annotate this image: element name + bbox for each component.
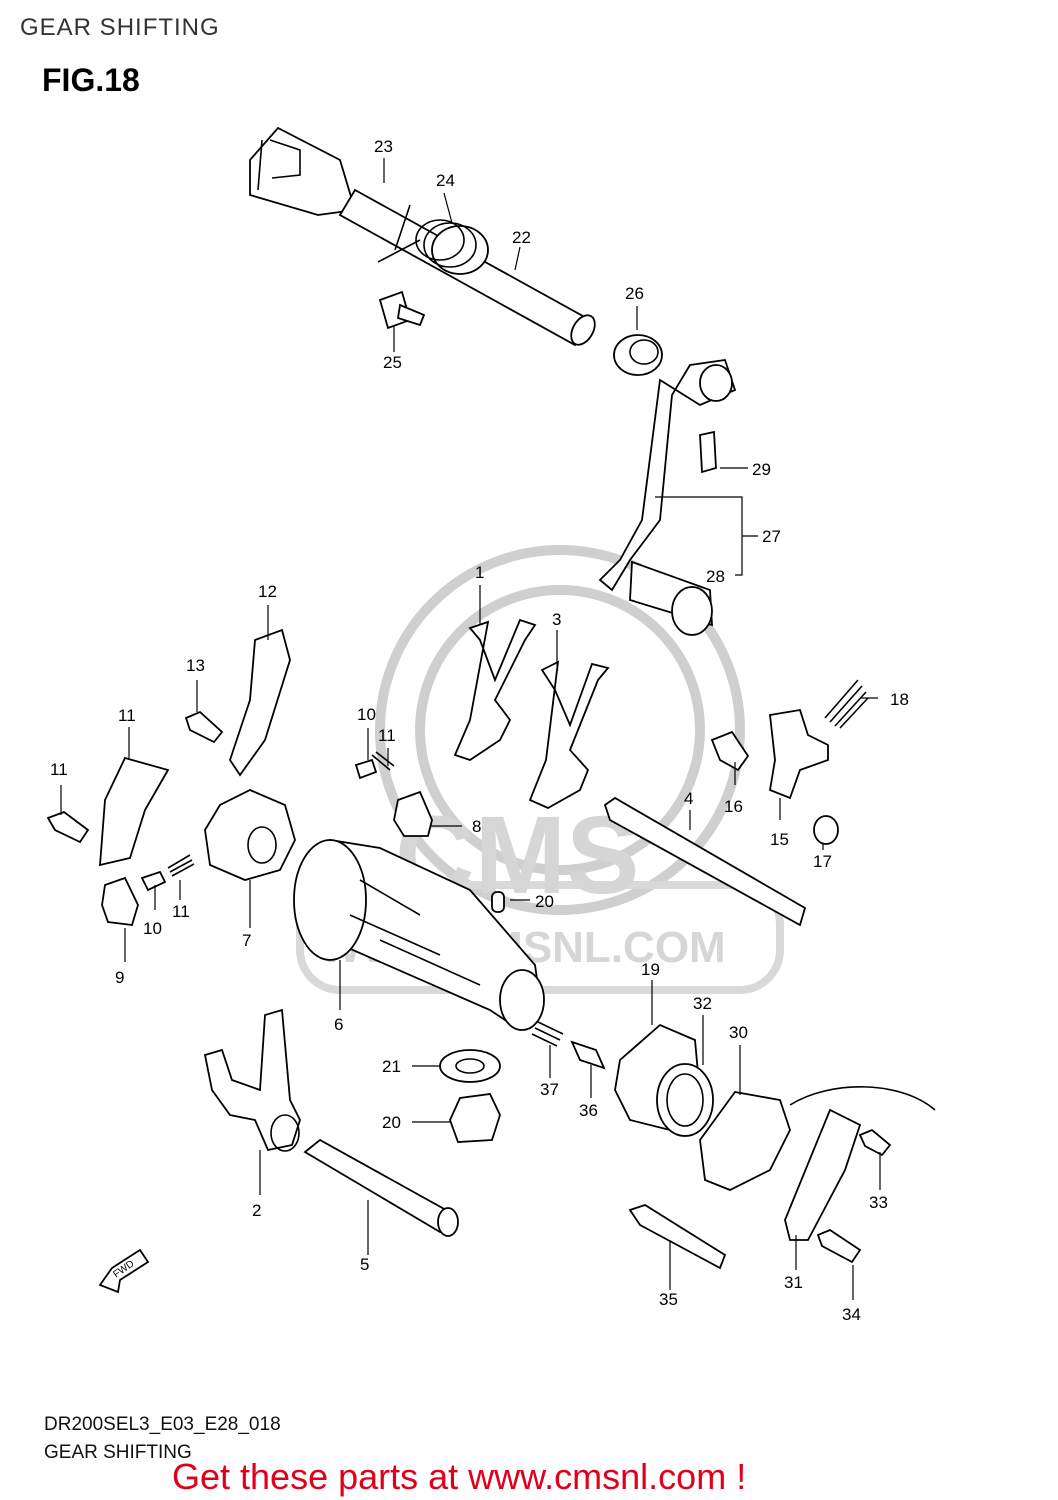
callout-25: 23 <box>374 137 393 156</box>
callout-17: 16 <box>724 797 743 816</box>
diagram-name: GEAR SHIFTING <box>44 1442 192 1463</box>
spring-part-11[interactable] <box>167 751 395 877</box>
callout-2: 2 <box>252 1201 261 1220</box>
promo-link[interactable]: Get these parts at www.cmsnl.com ! <box>172 1456 747 1497</box>
callout-7: 7 <box>242 931 251 950</box>
callout-21: 20 <box>535 892 554 911</box>
callout-37: 35 <box>659 1290 678 1309</box>
o-ring-part-34[interactable] <box>656 1063 714 1137</box>
callout-33: 31 <box>784 1273 803 1292</box>
callout-18: 17 <box>813 852 832 871</box>
washer-part-18[interactable] <box>813 815 839 845</box>
callout-13: 11 <box>50 760 68 779</box>
shaft-spring-part[interactable] <box>377 204 489 275</box>
gear-position-switch-part-32[interactable] <box>699 1086 936 1191</box>
screw-part-35[interactable] <box>858 1128 892 1157</box>
pin-part-38[interactable] <box>570 1040 606 1070</box>
screw-part-36[interactable] <box>816 1228 862 1264</box>
pin-part-21[interactable] <box>491 891 505 913</box>
fork-shaft-part-5[interactable] <box>303 1138 459 1237</box>
callout-24: 22 <box>512 228 531 247</box>
shift-fork-part-1[interactable] <box>453 618 537 761</box>
callout-1: 1 <box>475 563 484 582</box>
callout-10-lower: 10 <box>143 919 162 938</box>
fwd-arrow-icon: FWD <box>98 1248 150 1294</box>
callout-36: 34 <box>842 1305 861 1324</box>
shift-fork-part-3[interactable] <box>528 660 610 810</box>
pawl-part-9[interactable] <box>101 876 139 926</box>
bolt-part-27[interactable] <box>378 290 426 330</box>
diagram-code: DR200SEL3_E03_E28_018 <box>44 1414 281 1435</box>
callout-labels: 23 24 22 26 25 29 27 28 1 3 12 13 11 11 … <box>50 137 909 1324</box>
callout-23: 21 <box>382 1057 401 1076</box>
callout-12: 11 <box>118 706 136 725</box>
washer-part-23[interactable] <box>439 1049 501 1083</box>
bolt-part-13[interactable] <box>46 810 90 844</box>
callout-9: 9 <box>115 968 124 987</box>
pin-part-10[interactable] <box>140 758 378 892</box>
callout-11-lower: 11 <box>172 902 190 921</box>
plate-part-12[interactable] <box>99 756 170 867</box>
callout-39: 37 <box>540 1080 559 1099</box>
page-title: GEAR SHIFTING <box>20 14 220 41</box>
callout-38: 36 <box>579 1101 598 1120</box>
stopper-plate-part-14[interactable] <box>229 628 291 777</box>
callout-35: 33 <box>869 1193 888 1212</box>
callout-30: 28 <box>706 567 725 586</box>
holder-part-37[interactable] <box>628 1204 727 1270</box>
shift-cam-drum-part-6[interactable] <box>293 839 545 1032</box>
pawl-part-8[interactable] <box>393 790 433 837</box>
clamp-part-33[interactable] <box>784 1108 862 1241</box>
callout-16: 15 <box>770 830 789 849</box>
plug-part-22[interactable] <box>449 1093 501 1143</box>
bearing-part-28[interactable] <box>613 334 663 376</box>
callout-14: 12 <box>258 582 277 601</box>
spring-part-19[interactable] <box>824 679 869 729</box>
callout-22: 20 <box>382 1113 401 1132</box>
callout-29: 27 <box>762 527 781 546</box>
stopper-part-16[interactable] <box>768 708 829 800</box>
callout-8: 8 <box>472 817 481 836</box>
figure-label: FIG.18 <box>42 62 140 98</box>
callout-19: 18 <box>890 690 909 709</box>
callout-6: 6 <box>334 1015 343 1034</box>
callout-5: 5 <box>360 1255 369 1274</box>
shift-fork-part-2[interactable] <box>203 1008 301 1152</box>
callout-11-upper: 11 <box>378 726 396 745</box>
callout-15: 13 <box>186 656 205 675</box>
callout-4: 4 <box>684 789 693 808</box>
callout-26: 24 <box>436 171 455 190</box>
cam-part-7[interactable] <box>204 789 296 881</box>
callout-34: 32 <box>693 994 712 1013</box>
bolt-part-17[interactable] <box>710 730 750 772</box>
callout-28: 26 <box>625 284 644 303</box>
callout-27: 25 <box>383 353 402 372</box>
gearshift-lever-part[interactable] <box>598 359 737 636</box>
callout-10-upper: 10 <box>357 705 376 724</box>
callout-32: 30 <box>729 1023 748 1042</box>
callout-31: 29 <box>752 460 771 479</box>
callout-3: 3 <box>552 610 561 629</box>
leader-lines <box>60 158 881 1300</box>
callout-20: 19 <box>641 960 660 979</box>
bolt-part-15[interactable] <box>184 710 224 744</box>
spring-part-39[interactable] <box>531 1021 564 1047</box>
fork-shaft-part-4[interactable] <box>603 796 807 927</box>
